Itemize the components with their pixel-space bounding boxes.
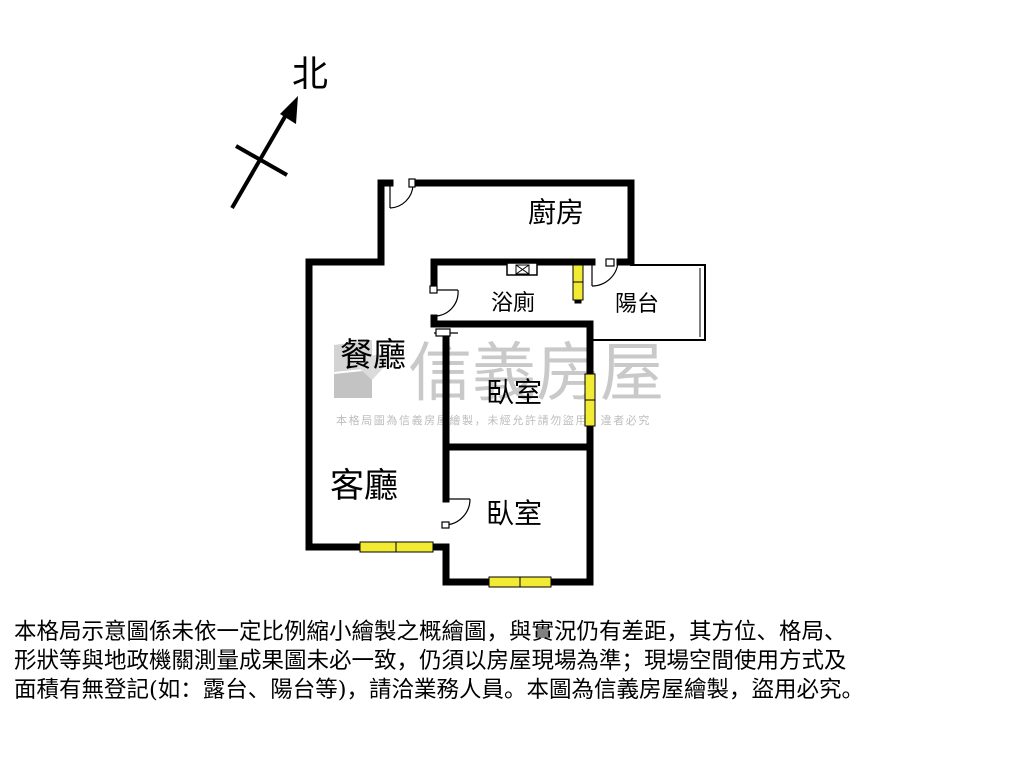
room-label-living: 客廳 [330, 466, 398, 506]
floor-plan: 北 信義房屋 本格局圖為信義房屋繪製，未經允許請勿盜用，違者必究 [230, 54, 706, 588]
balcony-door [591, 258, 619, 287]
walls [305, 179, 635, 586]
doors [389, 178, 619, 529]
vent-icon [506, 262, 538, 276]
disclaimer-line: 本格局示意圖係未依一定比例縮小繪製之概繪圖，與實況仍有差距，其方位、格局、 [14, 619, 847, 645]
balcony-outline [592, 262, 706, 341]
window-bedroom2 [488, 576, 552, 588]
north-label: 北 [292, 54, 328, 95]
entry-door [389, 178, 416, 209]
watermark-brand: 信義房屋 [408, 337, 664, 411]
watermark-notice: 本格局圖為信義房屋繪製，未經允許請勿盜用，違者必究 [336, 413, 651, 427]
disclaimer: 本格局示意圖係未依一定比例縮小繪製之概繪圖，與實況仍有差距，其方位、格局、 形狀… [14, 618, 1014, 705]
window-bathroom [572, 264, 584, 301]
disclaimer-line: 面積有無登記(如：露台、陽台等)，請洽業務人員。本圖為信義房屋繪製，盜用必究。 [14, 677, 865, 703]
room-label-dining: 餐廳 [340, 335, 406, 374]
bedroom2-door [441, 498, 471, 529]
window-bedroom1 [584, 373, 596, 427]
watermark: 信義房屋 本格局圖為信義房屋繪製，未經允許請勿盜用，違者必究 [334, 337, 664, 427]
room-label-bedroom1: 臥室 [486, 376, 542, 409]
room-label-bathroom: 浴廁 [491, 291, 535, 316]
room-label-balcony: 陽台 [615, 292, 659, 317]
disclaimer-line: 形狀等與地政機關測量成果圖未必一致，仍須以房屋現場為準；現場空間使用方式及 [14, 648, 847, 674]
watermark-logo [334, 340, 400, 398]
windows [359, 264, 596, 588]
room-label-bedroom2: 臥室 [486, 497, 542, 530]
window-living [359, 541, 434, 553]
room-label-kitchen: 廚房 [528, 196, 584, 229]
bathroom-door [429, 285, 459, 317]
north-compass: 北 [230, 54, 328, 210]
bedroom1-door [434, 328, 458, 337]
